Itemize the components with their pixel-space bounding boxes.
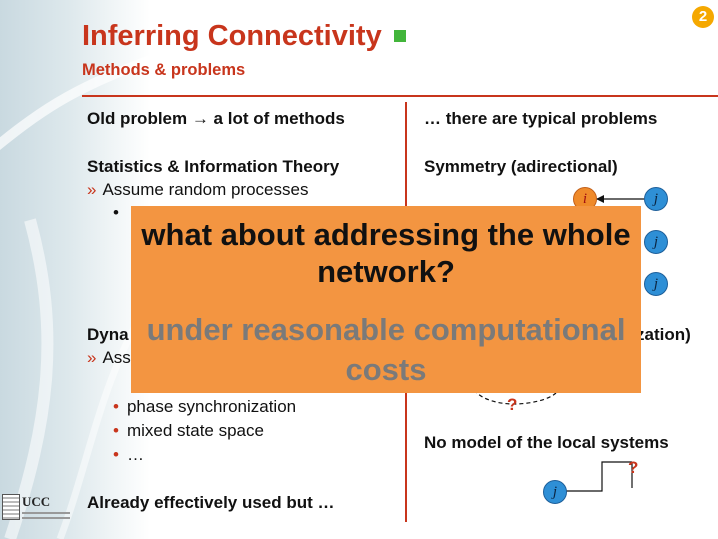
right-heading: … there are typical problems — [424, 109, 658, 128]
bullet-icon: • — [113, 397, 119, 416]
left-footer: Already effectively used but … — [87, 493, 335, 512]
bullet-icon: • — [113, 203, 119, 222]
problem-no-model-title: No model of the local systems — [424, 433, 669, 452]
node-j: j — [644, 230, 668, 254]
left-heading: Old problem → a lot of methods — [87, 109, 345, 128]
bullet-icon: • — [113, 421, 119, 440]
arrow-head-icon — [596, 195, 604, 203]
node-j: j — [543, 480, 567, 504]
callout-overlay: what about addressing the whole network?… — [131, 206, 641, 393]
section-statistics-title: Statistics & Information Theory — [87, 157, 340, 176]
logo-icon — [2, 494, 20, 520]
sub-arrow-icon: » — [87, 348, 97, 367]
list-item: •phase synchronization — [113, 397, 297, 416]
logo-text: UCC — [22, 494, 51, 509]
bullet-icon: • — [113, 445, 119, 464]
list-item: »Assume random processes — [87, 180, 309, 199]
question-mark: ? — [507, 395, 518, 414]
slide-title: Inferring Connectivity — [82, 20, 406, 53]
node-j: j — [644, 272, 668, 296]
logo-line — [22, 517, 70, 519]
list-item: •mixed state space — [113, 421, 264, 440]
sub-arrow-icon: » — [87, 180, 97, 199]
slide-number-badge: 2 — [692, 6, 714, 28]
overlay-subtext: under reasonable computational costs — [146, 312, 626, 387]
logo-line — [22, 512, 70, 514]
list-item: »Ass — [87, 348, 131, 367]
list-item: •… — [113, 445, 144, 464]
system-link — [566, 461, 632, 492]
overlay-question: what about addressing the whole network? — [141, 217, 631, 289]
question-mark: ? — [628, 458, 639, 477]
problem-synchronization-title: zation) — [636, 325, 691, 344]
title-square-icon — [393, 30, 406, 42]
problem-symmetry-title: Symmetry (adirectional) — [424, 157, 618, 176]
slide-subtitle: Methods & problems — [82, 61, 246, 79]
header-rule — [82, 95, 718, 97]
node-j: j — [644, 187, 668, 211]
section-dynamics-title: Dyna — [87, 325, 129, 344]
dashed-link — [473, 389, 557, 405]
